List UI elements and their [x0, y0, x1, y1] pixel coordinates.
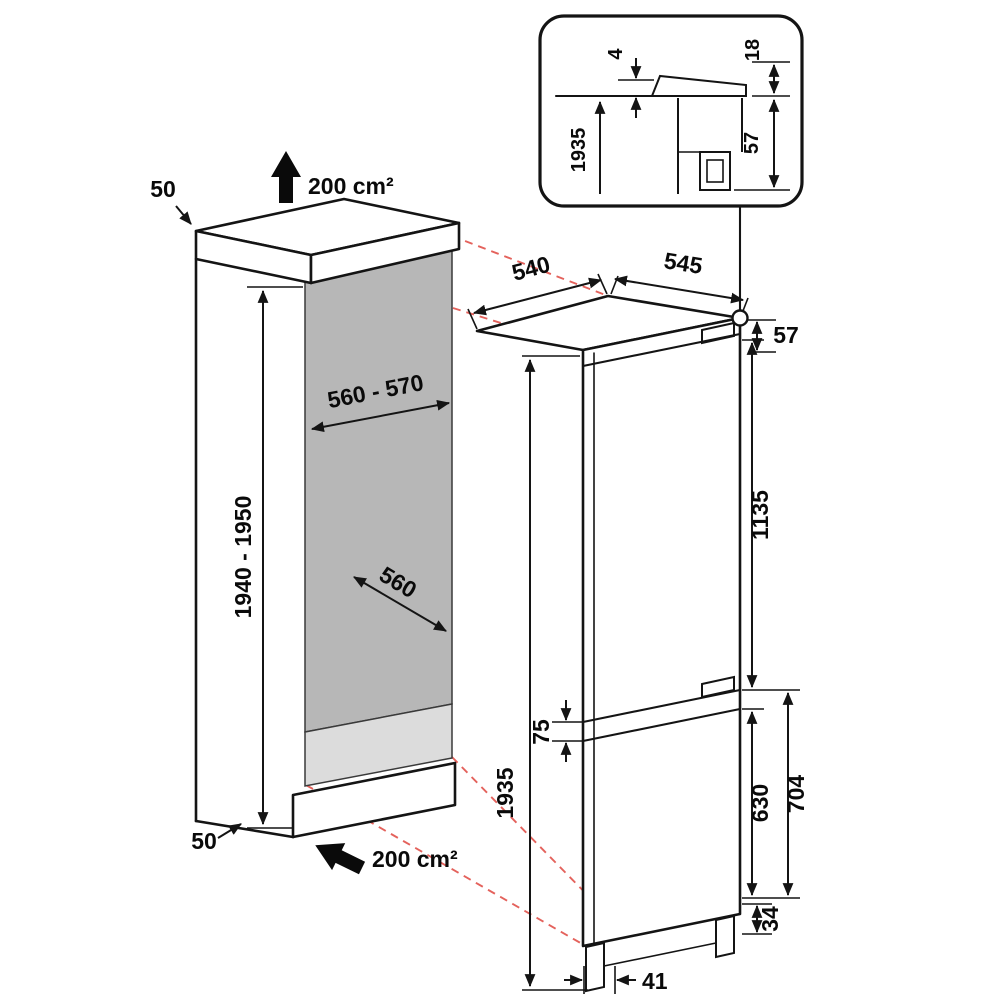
ext-line [597, 273, 608, 295]
lower-door-handle [701, 675, 735, 699]
dim-label-bottom-clearance: 50 [191, 828, 217, 854]
dim-label-total-height: 1935 [492, 767, 518, 818]
dim-foot-recess: 41 [564, 966, 668, 994]
dim-label-top-hinge-clearance: 57 [773, 322, 799, 348]
dim-label-appliance-depth: 540 [509, 251, 553, 286]
inset-worktop-panel [650, 74, 747, 97]
dim-line [613, 275, 745, 304]
leader-line [217, 823, 242, 839]
detail-reference-circle [731, 309, 749, 327]
dim-inset-hinge-clearance: 57 [734, 98, 790, 191]
front-left-foot [585, 941, 605, 993]
niche-left-wall-bottom [194, 819, 295, 839]
top-trim-line [581, 332, 742, 368]
label-top-vent-area: 200 cm² [308, 173, 394, 199]
dim-inset-panel-overhang: 18 [742, 39, 790, 97]
front-right-foot [715, 914, 735, 959]
dim-inset-niche-height: 1935 [568, 100, 606, 194]
dim-label-door-gap: 75 [528, 719, 554, 745]
dim-inset-top-gap: 4 [605, 48, 654, 118]
dim-label-upper-door-height: 1135 [747, 490, 773, 540]
dim-lower-door-height: 630 [742, 708, 773, 897]
dim-label-plinth-height: 34 [757, 906, 783, 932]
dim-upper-door-height: 1135 [742, 339, 800, 691]
dim-label-lower-door-height: 630 [747, 784, 773, 822]
dim-label-appliance-width: 545 [662, 247, 704, 279]
niche-bottom-panel [291, 761, 457, 839]
dim-label-niche-height: 1940 - 1950 [230, 496, 256, 619]
dim-niche-height: 1940 - 1950 [230, 286, 303, 829]
ext-line [467, 308, 478, 330]
inset-frame [538, 14, 804, 208]
niche-drawing: 1940 - 1950 560 - 570 560 50 50 200 cm² … [150, 151, 461, 875]
door-split-lower-line [581, 707, 742, 743]
dim-label-lower-section-height: 704 [783, 775, 809, 814]
dim-door-gap: 75 [528, 700, 584, 762]
dim-total-height: 1935 [492, 355, 588, 991]
plinth-recess-line [603, 942, 717, 967]
dim-top-hinge-clearance: 57 [748, 319, 799, 353]
dim-label-inset-panel-overhang: 18 [742, 39, 764, 61]
dim-line [472, 277, 603, 316]
dim-top-clearance: 50 [150, 176, 192, 225]
label-bottom-vent-area: 200 cm² [372, 846, 458, 872]
dim-label-inset-hinge-clearance: 57 [741, 132, 763, 154]
dim-label-inset-top-gap: 4 [605, 48, 627, 60]
appliance-drawing: 540 545 57 1135 704 630 [467, 247, 809, 994]
appliance-front-face [581, 316, 742, 948]
niche-top-panel-side [309, 221, 461, 285]
dim-line [353, 576, 447, 632]
dim-label-foot-recess: 41 [642, 968, 668, 994]
dim-label-top-clearance: 50 [150, 176, 176, 202]
leader-line [175, 205, 192, 225]
detail-inset: 4 1935 18 57 [538, 14, 804, 327]
dim-lower-section-height: 704 [742, 691, 809, 899]
dim-bottom-clearance: 50 [191, 823, 242, 854]
niche-floor [304, 703, 453, 787]
inset-hinge-outer [699, 151, 731, 191]
inset-hinge-inner [706, 159, 724, 183]
top-vent-arrow-icon [271, 151, 301, 203]
niche-back-wall [304, 234, 453, 733]
bottom-vent-arrow-icon [315, 843, 366, 875]
dim-plinth-height: 34 [742, 903, 783, 935]
upper-door-handle [701, 321, 735, 345]
dim-line [310, 399, 451, 433]
dim-label-inset-niche-height: 1935 [568, 128, 590, 173]
projection-line-bottom-front [305, 784, 585, 946]
dim-appliance-width: 545 [610, 247, 749, 317]
